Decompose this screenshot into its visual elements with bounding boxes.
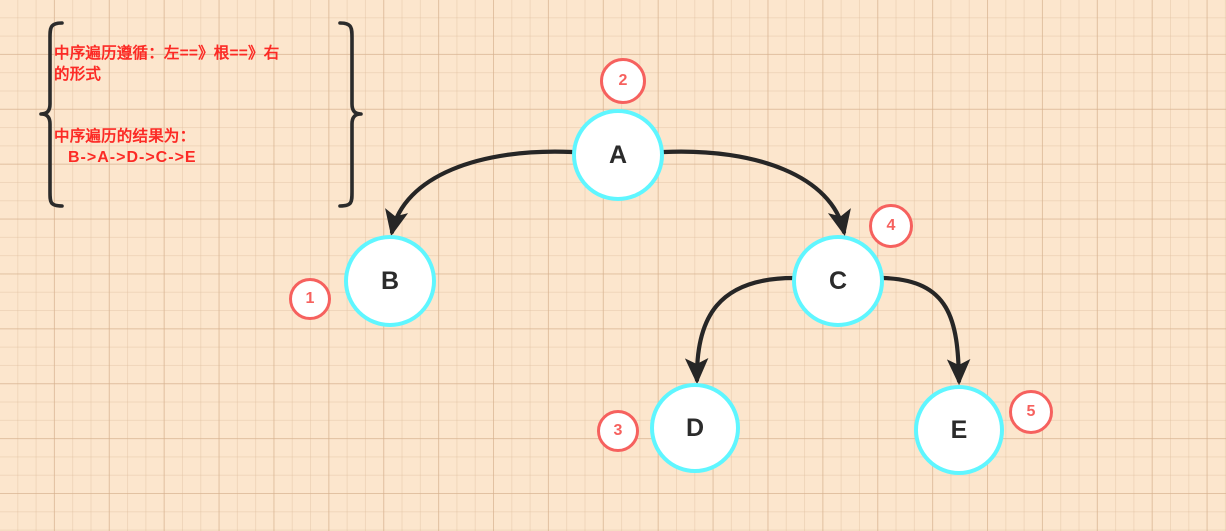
- order-badge-1-label: 1: [305, 290, 315, 307]
- edge-c-to-e: [880, 275, 971, 386]
- order-badge-3[interactable]: 3: [597, 410, 639, 452]
- order-badge-4[interactable]: 4: [869, 204, 913, 248]
- tree-node-d[interactable]: D: [650, 383, 740, 473]
- order-badge-4-label: 4: [886, 217, 896, 234]
- annotation-result-label: 中序遍历的结果为：: [54, 128, 196, 145]
- annotation-rule-text: 中序遍历遵循：左==》根==》右 的形式: [54, 45, 280, 83]
- tree-node-b[interactable]: B: [344, 235, 436, 327]
- order-badge-5-label: 5: [1026, 403, 1036, 420]
- tree-node-b-label: B: [380, 266, 400, 295]
- order-badge-2-label: 2: [618, 72, 628, 89]
- annotation-group: 中序遍历遵循：左==》根==》右 的形式 中序遍历的结果为： B->A->D->…: [36, 16, 372, 212]
- tree-node-a-label: A: [608, 140, 628, 169]
- edge-a-to-c: [661, 149, 851, 237]
- tree-node-d-label: D: [685, 413, 705, 442]
- left-brace-icon: [39, 21, 64, 208]
- order-badge-1[interactable]: 1: [289, 278, 331, 320]
- tree-node-c-label: C: [828, 266, 848, 295]
- order-badge-2[interactable]: 2: [600, 58, 646, 104]
- annotation-braces: [39, 21, 363, 208]
- edge-c-to-d: [684, 275, 797, 385]
- order-badge-3-label: 3: [613, 422, 623, 439]
- right-brace-icon: [338, 21, 363, 208]
- tree-node-a[interactable]: A: [572, 109, 664, 201]
- tree-node-e[interactable]: E: [914, 385, 1004, 475]
- tree-node-c[interactable]: C: [792, 235, 884, 327]
- order-badge-5[interactable]: 5: [1009, 390, 1053, 434]
- tree-node-e-label: E: [950, 415, 968, 444]
- annotation-result-sequence: B->A->D->C->E: [68, 149, 197, 166]
- edge-a-to-b: [385, 149, 575, 237]
